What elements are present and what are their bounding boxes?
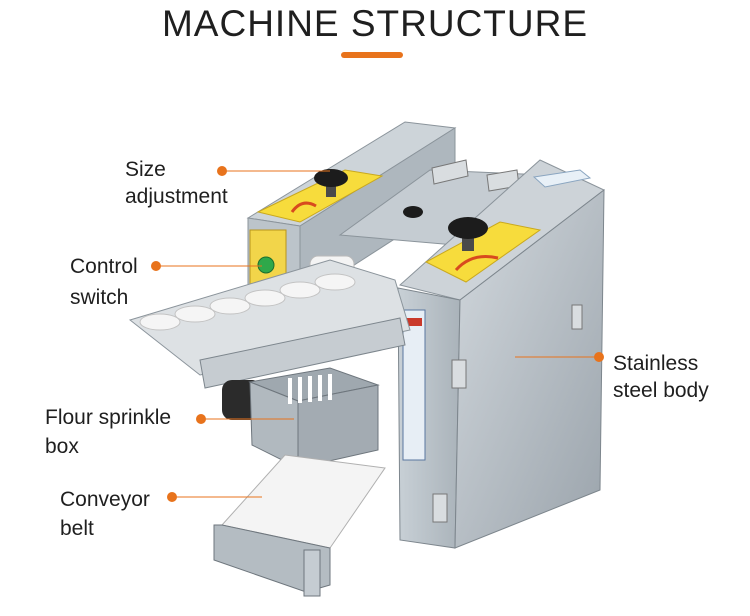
page-title: MACHINE STRUCTURE xyxy=(161,3,589,44)
conveyor-frame xyxy=(213,524,331,593)
title-underline xyxy=(341,52,403,58)
body-hinge-upper xyxy=(451,359,467,389)
top-sticker xyxy=(532,169,592,188)
feed-rollers xyxy=(139,273,356,331)
label-line: Conveyor xyxy=(60,488,150,511)
label-line: Flour sprinkle xyxy=(45,406,172,429)
body-hinge-lower xyxy=(432,493,448,523)
label-line: Control xyxy=(70,255,138,278)
control-switch-button[interactable] xyxy=(257,256,275,274)
label-size-adjustment: Size adjustment xyxy=(125,156,228,210)
side-latch[interactable] xyxy=(571,304,583,330)
label-control-switch: Control switch xyxy=(70,253,138,311)
hinge-left xyxy=(431,159,469,185)
flour-box-side xyxy=(297,384,379,469)
label-flour-sprinkle-box: Flour sprinkle box xyxy=(45,404,171,460)
cover-knob[interactable] xyxy=(403,206,423,218)
warning-strip-accent xyxy=(406,318,422,326)
label-line: switch xyxy=(70,286,129,309)
warning-strip xyxy=(402,309,426,461)
label-stainless-steel-body: Stainless steel body xyxy=(613,350,709,404)
thickness-arrow-icon xyxy=(454,255,499,272)
label-line: adjustment xyxy=(125,185,228,208)
feed-tray-rail xyxy=(199,317,406,389)
conveyor-leg xyxy=(303,549,321,597)
label-line: belt xyxy=(60,517,94,540)
size-label-plate xyxy=(256,169,384,223)
size-knob[interactable] xyxy=(314,169,348,197)
label-line: Stainless xyxy=(613,352,699,375)
thickness-knob[interactable] xyxy=(448,217,488,251)
label-line: steel body xyxy=(613,379,709,402)
right-body-side xyxy=(454,188,605,549)
flour-box-brush xyxy=(288,374,332,404)
size-arrow-icon xyxy=(290,201,317,213)
label-line: Size xyxy=(125,158,166,181)
label-line: box xyxy=(45,435,79,458)
label-conveyor-belt: Conveyor belt xyxy=(60,486,150,542)
